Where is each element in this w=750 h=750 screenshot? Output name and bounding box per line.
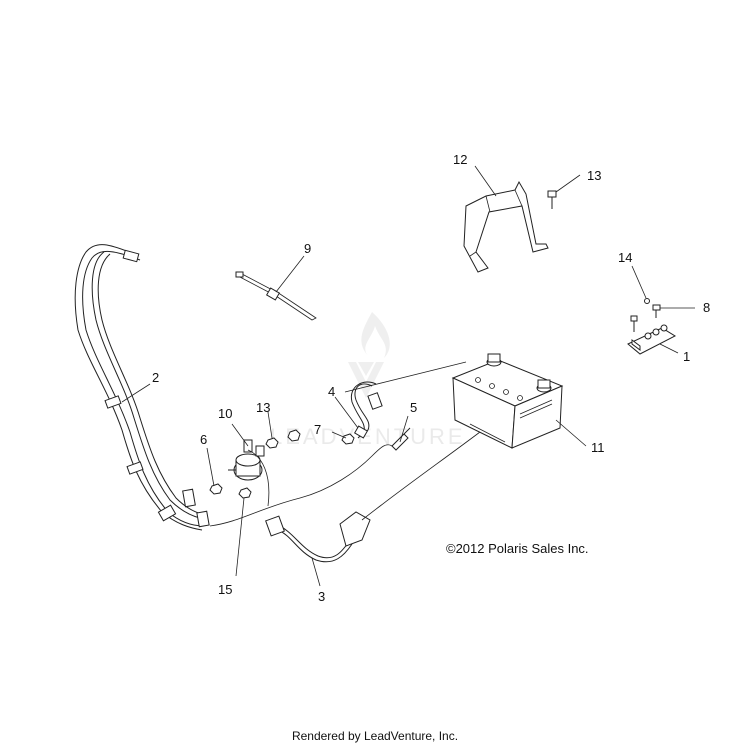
watermark-flame-icon [361,312,390,358]
part-6-nut [209,483,223,495]
part-14-nut [644,298,650,304]
callout-10: 10 [218,406,232,421]
watermark: LEADVENTURE [270,312,466,449]
callout-7: 7 [314,422,321,437]
callout-9: 9 [304,241,311,256]
part-13-nut-lower [265,437,279,449]
callout-13-lower: 13 [256,400,270,415]
part-9-cable-tie [235,271,317,321]
callouts: 12 13 14 8 1 9 2 4 5 7 10 13 6 11 15 3 [152,152,710,604]
part-15-nut [238,487,252,499]
callout-8: 8 [703,300,710,315]
part-8-screw [652,304,661,318]
part-2-wire-harness [74,244,210,531]
callout-15: 15 [218,582,232,597]
callout-14: 14 [618,250,632,265]
watermark-text: LEADVENTURE [270,424,466,449]
callout-4: 4 [328,384,335,399]
footer-credit: Rendered by LeadVenture, Inc. [291,729,459,743]
part-10-solenoid [228,439,265,481]
part-1-terminal-block [627,315,677,355]
part-3-battery-cable [265,511,371,563]
callout-11: 11 [591,440,605,455]
part-4-lead-wire [350,381,383,439]
callout-3: 3 [318,589,325,604]
callout-6: 6 [200,432,207,447]
callout-2: 2 [152,370,159,385]
leader-lines [121,165,695,587]
part-13-screw-upper [547,190,557,209]
part-nut-near-13 [287,429,301,442]
callout-12: 12 [453,152,467,167]
part-12-battery-bracket [463,180,549,273]
callout-13-upper: 13 [587,168,601,183]
callout-1: 1 [683,349,690,364]
copyright-text: ©2012 Polaris Sales Inc. [446,541,589,556]
watermark-v-icon [348,362,384,398]
part-7-nut [341,433,355,445]
part-11-battery [451,353,564,449]
routing-lines [209,431,481,527]
callout-5: 5 [410,400,417,415]
